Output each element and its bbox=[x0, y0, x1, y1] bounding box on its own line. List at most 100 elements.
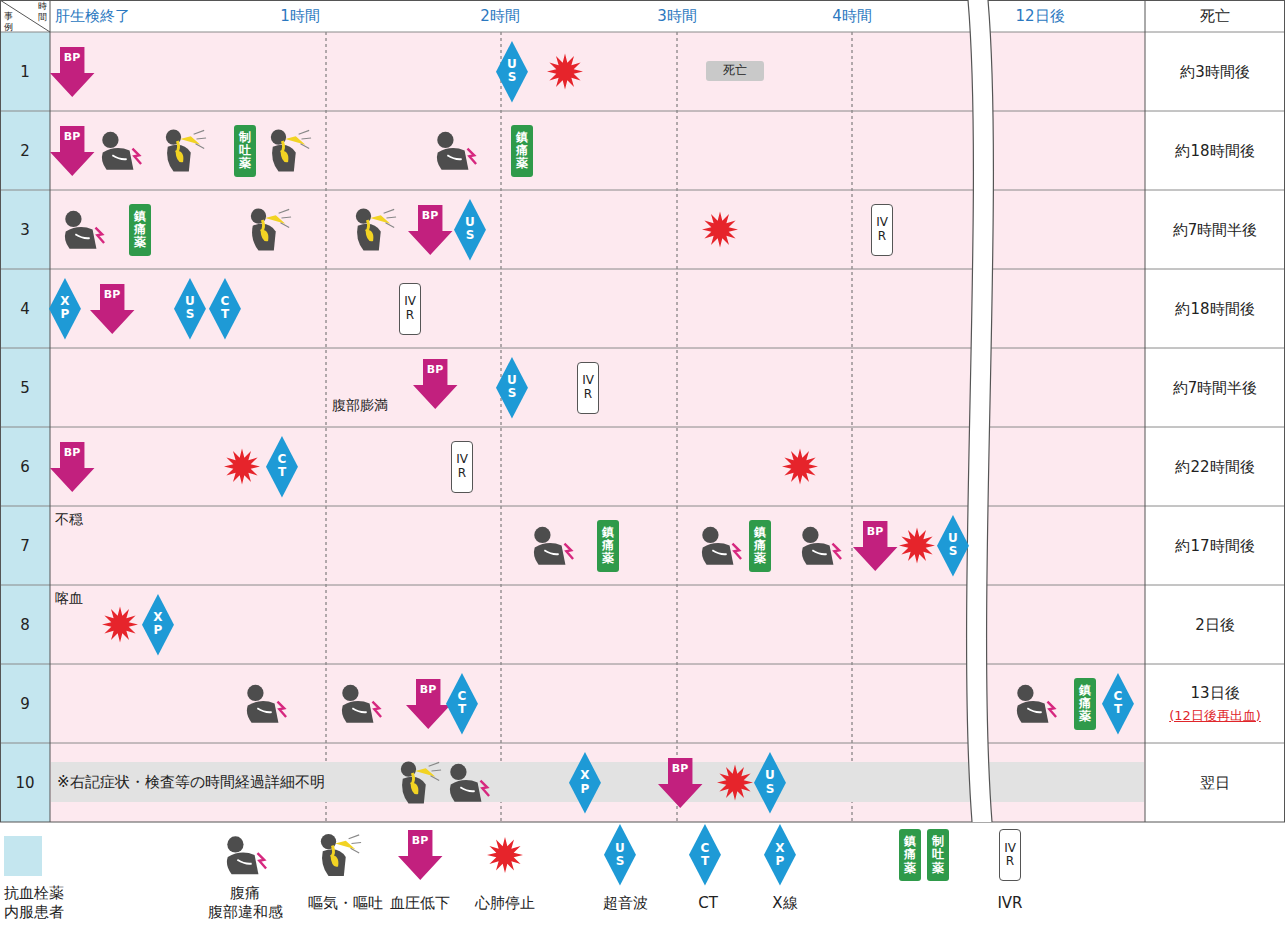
ivr-box: IVR bbox=[399, 283, 421, 335]
node-text: 鎮痛薬 bbox=[602, 526, 614, 566]
arrow-shape bbox=[658, 758, 702, 808]
node-text: CT bbox=[219, 295, 231, 321]
exam-diamond: US bbox=[496, 357, 528, 418]
node-text: 鎮痛薬 bbox=[1079, 684, 1091, 724]
arrest-star bbox=[899, 528, 935, 564]
node-text: 鎮痛薬 bbox=[516, 131, 528, 171]
pain-icon bbox=[1017, 685, 1056, 723]
case-number: 8 bbox=[20, 616, 30, 634]
time-break bbox=[967, 0, 994, 822]
legend-text: 抗血栓薬 内服患者 bbox=[4, 884, 74, 922]
row-line bbox=[0, 664, 1285, 665]
time-break-line bbox=[987, 0, 994, 822]
death-time: 約18時間後 bbox=[1175, 300, 1254, 318]
node-text: IVR bbox=[582, 374, 594, 400]
arrow-shape bbox=[50, 442, 94, 492]
row-line bbox=[0, 427, 1285, 428]
node-text: BP bbox=[412, 835, 428, 847]
diamond-shape bbox=[49, 278, 81, 339]
diamond-shape bbox=[266, 436, 298, 497]
arrest-star bbox=[487, 837, 523, 873]
exam-diamond: US bbox=[496, 41, 528, 102]
vomit-icon bbox=[321, 834, 361, 876]
diamond-shape bbox=[454, 199, 486, 260]
symptom-note: 不穏 bbox=[55, 511, 83, 528]
case-number: 2 bbox=[20, 142, 30, 160]
corner-heading: 時間 bbox=[38, 1, 47, 23]
node-text: IVR bbox=[876, 216, 888, 242]
death-time: 13日後 bbox=[1190, 684, 1239, 702]
case-number: 3 bbox=[20, 221, 30, 239]
node-text: CT bbox=[276, 453, 288, 479]
legend-text: 心肺停止 bbox=[475, 894, 535, 913]
legend-text: 超音波 bbox=[603, 894, 648, 913]
exam-diamond: CT bbox=[446, 673, 478, 734]
arrow-shape bbox=[90, 284, 134, 334]
legend-text: CT bbox=[698, 894, 718, 913]
case-number: 5 bbox=[20, 379, 30, 397]
table-border bbox=[1, 1, 1285, 823]
row-line bbox=[0, 111, 1285, 112]
row-line bbox=[0, 348, 1285, 349]
exam-diamond: US bbox=[604, 824, 636, 885]
death-time: 約3時間後 bbox=[1180, 63, 1250, 81]
exam-diamond: US bbox=[454, 199, 486, 260]
node-text: IVR bbox=[404, 295, 416, 321]
node-text: IVR bbox=[456, 453, 468, 479]
death-time: 2日後 bbox=[1195, 616, 1235, 634]
node-text: BP bbox=[422, 210, 438, 222]
bp-arrow: BP bbox=[658, 758, 702, 808]
band-note: ※右記症状・検査等の時間経過詳細不明 bbox=[57, 774, 325, 791]
node-text: CT bbox=[456, 690, 468, 716]
node-text: BP bbox=[64, 131, 80, 143]
drug-box: 制吐薬 bbox=[927, 829, 949, 881]
ivr-box: IVR bbox=[871, 204, 893, 256]
pain-icon bbox=[802, 527, 841, 565]
diamond-shape bbox=[689, 824, 721, 885]
pain-icon bbox=[65, 211, 104, 249]
arrest-star bbox=[717, 765, 753, 801]
node-text: US bbox=[947, 532, 959, 558]
node-text: 死亡 bbox=[723, 64, 747, 77]
death-time: 約7時間半後 bbox=[1173, 221, 1258, 239]
arrow-shape bbox=[50, 126, 94, 176]
exam-diamond: CT bbox=[689, 824, 721, 885]
bp-arrow: BP bbox=[50, 442, 94, 492]
corner-diagonal bbox=[0, 0, 50, 32]
legend-text: 血圧低下 bbox=[390, 894, 450, 913]
node-text: XP bbox=[152, 611, 164, 637]
node-text: BP bbox=[64, 447, 80, 459]
node-text: XP bbox=[579, 769, 591, 795]
node-text: BP bbox=[64, 52, 80, 64]
death-time: 約7時間半後 bbox=[1173, 379, 1258, 397]
node-text: US bbox=[764, 769, 776, 795]
diamond-shape bbox=[764, 824, 796, 885]
node-text: 制吐薬 bbox=[932, 835, 944, 875]
ivr-box: IVR bbox=[577, 362, 599, 414]
node-text: BP bbox=[427, 364, 443, 376]
legend-text: X線 bbox=[772, 894, 797, 913]
time-break-line bbox=[967, 0, 974, 822]
node-text: BP bbox=[672, 763, 688, 775]
bp-arrow: BP bbox=[50, 47, 94, 97]
exam-diamond: XP bbox=[764, 824, 796, 885]
arrest-star bbox=[102, 607, 138, 643]
exam-diamond: US bbox=[174, 278, 206, 339]
time-heading: 12日後 bbox=[1015, 7, 1064, 25]
corner-heading: 事例 bbox=[4, 11, 13, 33]
node-text: 制吐薬 bbox=[239, 131, 251, 171]
exam-diamond: CT bbox=[209, 278, 241, 339]
row-line bbox=[0, 190, 1285, 191]
legend-text: 嘔気・嘔吐 bbox=[308, 894, 383, 913]
pain-icon bbox=[437, 132, 476, 170]
row-line bbox=[0, 269, 1285, 270]
node-text: CT bbox=[699, 842, 711, 868]
vomit-icon bbox=[401, 761, 441, 803]
rebleed-note: (12日後再出血) bbox=[1169, 708, 1261, 724]
column-line bbox=[50, 0, 51, 822]
node-text: 鎮痛薬 bbox=[134, 210, 146, 250]
pain-icon bbox=[247, 685, 286, 723]
diamond-shape bbox=[937, 515, 969, 576]
node-text: BP bbox=[104, 289, 120, 301]
exam-diamond: XP bbox=[569, 752, 601, 813]
